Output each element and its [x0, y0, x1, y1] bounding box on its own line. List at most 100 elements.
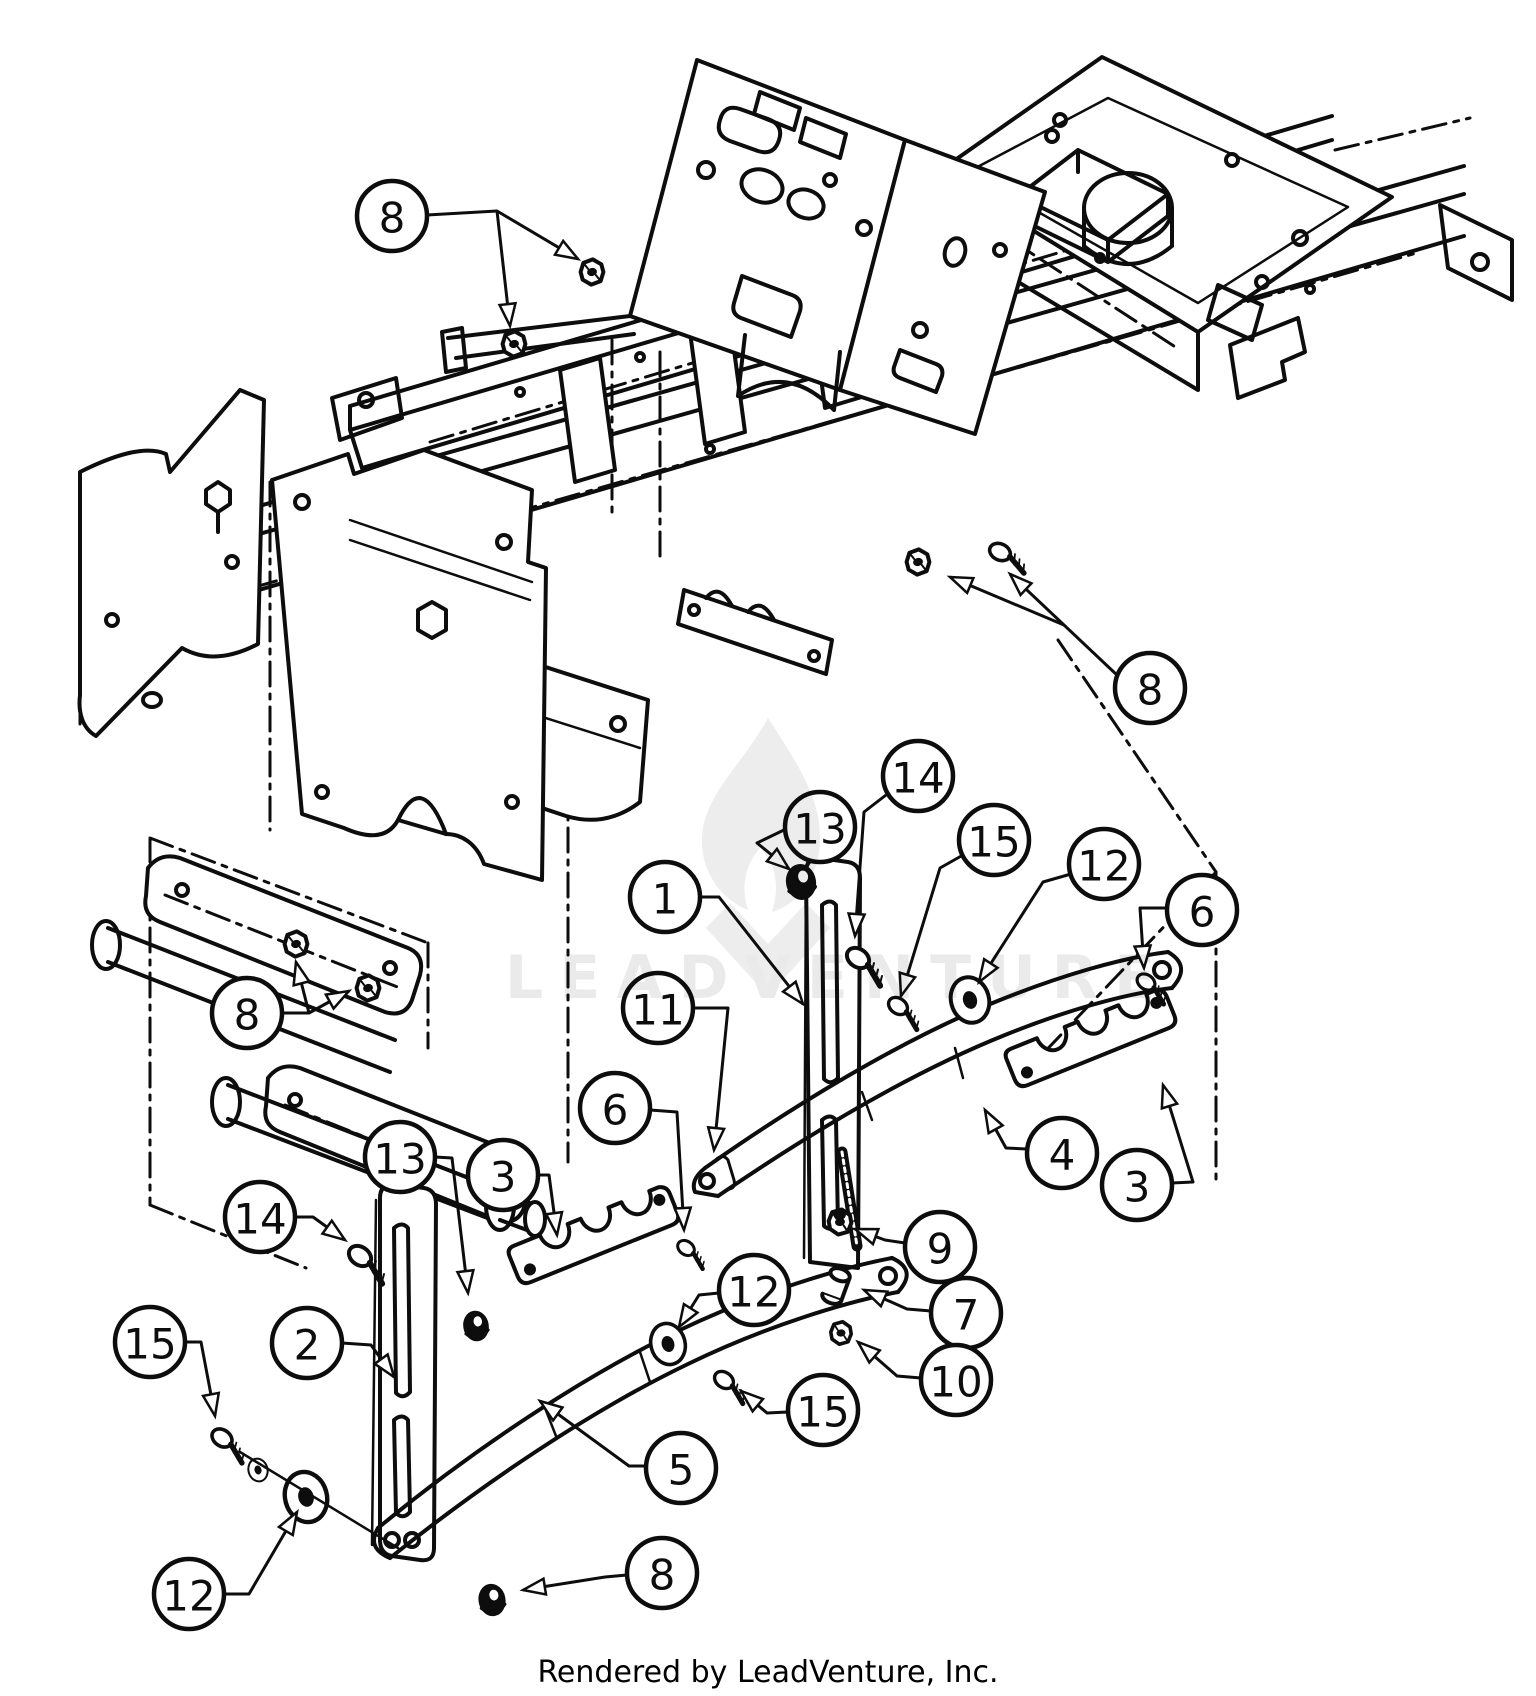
console-bracket	[440, 58, 1047, 436]
callout-leader-line	[946, 575, 1065, 627]
callout-6: 6	[577, 1070, 693, 1234]
callout-10: 10	[855, 1339, 994, 1418]
callout-number: 3	[490, 1153, 517, 1202]
callout-leader-line	[434, 1155, 475, 1297]
callout-circle	[918, 1342, 994, 1418]
callout-number: 5	[668, 1446, 695, 1495]
callout-circle	[643, 1430, 719, 1506]
callout-1: 1	[627, 859, 806, 1007]
callout-number: 6	[602, 1086, 629, 1135]
callout-13: 13	[362, 1119, 475, 1297]
callout-leader-line	[898, 853, 964, 1000]
callout-number: 9	[927, 1225, 954, 1274]
scalloped-bracket	[676, 588, 834, 676]
callout-3: 3	[1099, 1081, 1195, 1223]
callout-14: 14	[222, 1179, 348, 1255]
callout-circle	[151, 1556, 227, 1632]
callout-number: 1	[652, 875, 679, 924]
callout-15: 15	[738, 1372, 861, 1448]
bolt-8-mid	[986, 540, 1032, 575]
callout-circle	[1164, 872, 1240, 948]
callout-number: 13	[373, 1135, 426, 1184]
callout-number: 8	[649, 1551, 676, 1600]
callout-number: 8	[1137, 666, 1164, 715]
bolt-6b	[673, 1237, 710, 1270]
nut-10	[827, 1318, 855, 1348]
callout-circle	[269, 1305, 345, 1381]
callout-number: 4	[1049, 1131, 1076, 1180]
left-shield-panels	[77, 388, 548, 882]
callout-circle	[624, 1535, 700, 1611]
callout-leader-line	[185, 1340, 221, 1420]
callout-9: 9	[851, 1209, 978, 1285]
callout-leader-line	[292, 958, 312, 1014]
callout-leader-line	[649, 1108, 693, 1234]
callout-circle	[1112, 650, 1188, 726]
flange-nut-13b	[461, 1308, 491, 1344]
callout-14: 14	[846, 738, 956, 940]
washer-small	[244, 1455, 272, 1485]
callout-8: 8	[354, 178, 582, 330]
callout-number: 2	[294, 1321, 321, 1370]
callout-circle	[354, 178, 430, 254]
flange-nut-8-bottom	[476, 1581, 508, 1619]
callout-number: 15	[796, 1388, 849, 1437]
callout-circle	[465, 1137, 541, 1213]
callout-circle	[1024, 1115, 1100, 1191]
nut-8-top-left	[498, 327, 530, 361]
callout-8: 8	[209, 958, 353, 1051]
callout-12: 12	[977, 826, 1142, 986]
callout-circle	[902, 1209, 978, 1285]
callout-circle	[956, 802, 1032, 878]
callout-leader-line	[738, 1388, 789, 1415]
callout-leader-line	[538, 1173, 564, 1239]
callout-leader-line	[983, 1106, 1028, 1151]
callout-leader-line	[855, 1339, 922, 1380]
serrated-plate-left	[506, 1185, 681, 1286]
nut-8-mid	[902, 545, 934, 579]
leadventure-flame-icon	[701, 718, 821, 912]
watermark-text: LEADVENTURE	[505, 943, 1171, 1013]
callout-15: 15	[112, 1304, 221, 1420]
callout-leader-line	[851, 1227, 906, 1247]
callout-circle	[880, 738, 956, 814]
callout-leader-line	[537, 1398, 646, 1468]
callout-number: 7	[953, 1291, 980, 1340]
callout-number: 6	[1189, 888, 1216, 937]
callout-leader-line	[341, 1341, 397, 1380]
callout-leader-line	[495, 210, 518, 330]
leadventure-chevron-icon	[706, 903, 830, 996]
callout-circle	[1099, 1147, 1175, 1223]
callout-leader-line	[860, 1288, 932, 1313]
footer-text: Rendered by LeadVenture, Inc.	[537, 1655, 998, 1690]
callout-11: 11	[620, 970, 730, 1154]
callout-leader-line	[693, 1006, 730, 1154]
callout-5: 5	[537, 1398, 719, 1506]
callout-circle	[362, 1119, 438, 1195]
callout-leader-line	[846, 793, 887, 940]
callout-leader-line	[224, 1508, 299, 1596]
fasteners	[207, 255, 1172, 1619]
callout-number: 12	[1077, 842, 1130, 891]
locknut-9-dome	[834, 1208, 846, 1220]
frame-illustration	[77, 55, 1514, 1619]
callout-3: 3	[465, 1137, 564, 1239]
callout-circle	[222, 1179, 298, 1255]
callout-15: 15	[898, 802, 1032, 1000]
callout-12: 12	[677, 1252, 792, 1331]
callout-leader-line	[1160, 1081, 1195, 1185]
callout-circle	[785, 1372, 861, 1448]
callout-circle	[577, 1070, 653, 1146]
callout-leader-line	[677, 1291, 720, 1331]
callout-12: 12	[151, 1508, 299, 1632]
callout-leader-line	[977, 872, 1072, 986]
callout-2: 2	[269, 1305, 397, 1381]
nut-8-top-right	[576, 255, 608, 289]
callout-7: 7	[860, 1275, 1004, 1351]
washer-12c	[279, 1467, 332, 1527]
bolt-15b	[710, 1368, 752, 1405]
callout-number: 14	[233, 1195, 286, 1244]
